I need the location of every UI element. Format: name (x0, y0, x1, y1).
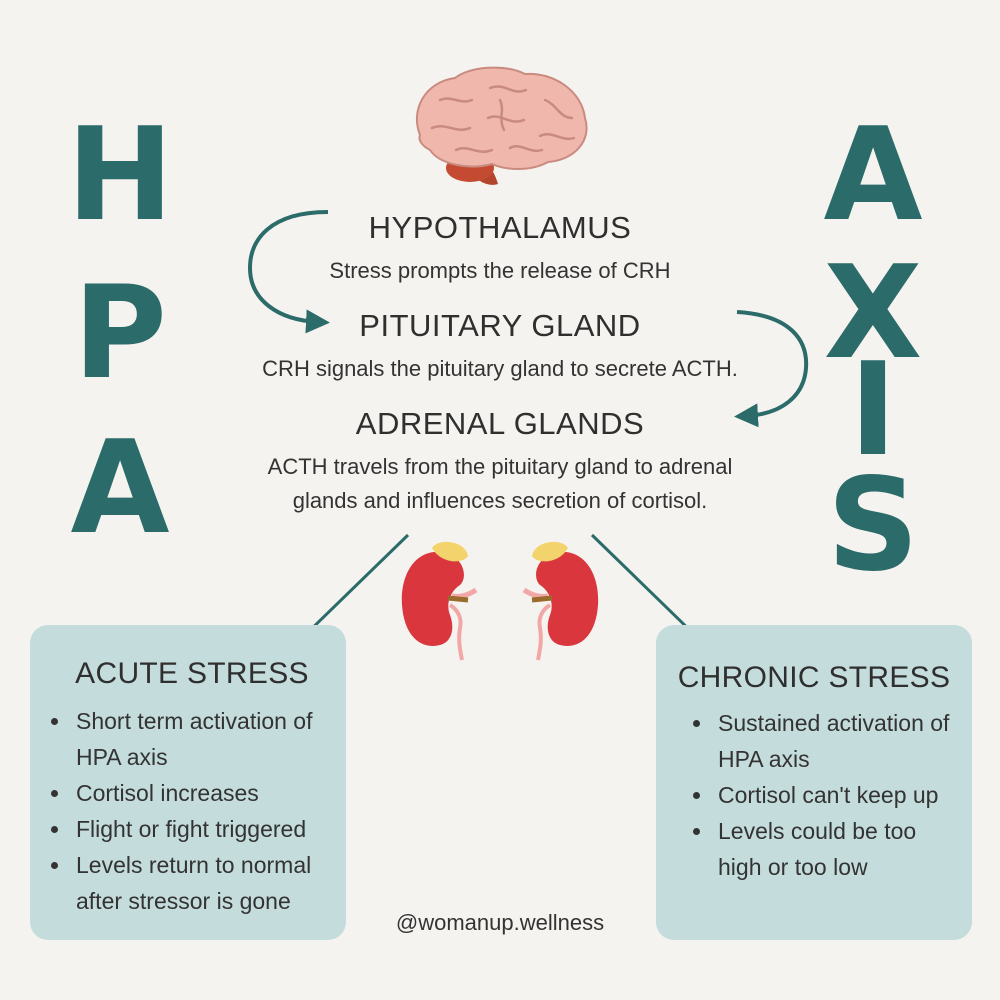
arrow-hypothalamus-to-pituitary (247, 210, 330, 334)
stage-pituitary-desc: CRH signals the pituitary gland to secre… (262, 356, 738, 381)
letter-a-right: A (823, 101, 923, 250)
social-handle: @womanup.wellness (395, 910, 605, 935)
brain-icon (415, 66, 588, 185)
stage-hypothalamus-title: HYPOTHALAMUS (368, 210, 632, 245)
kidney-icon (401, 541, 478, 661)
list-item: Flight or fight triggered (72, 811, 362, 847)
letter-x: X (823, 239, 923, 388)
acute-stress-card: ACUTE STRESS Short term activation ofHPA… (30, 625, 346, 940)
chronic-stress-title: CHRONIC STRESS (677, 661, 951, 694)
stage-adrenal-title: ADRENAL GLANDS (355, 406, 645, 441)
arrow-to-acute (293, 533, 410, 647)
letter-s: S (826, 451, 920, 600)
letter-i: I (849, 336, 897, 485)
stage-pituitary-title: PITUITARY GLAND (359, 308, 641, 343)
acute-stress-title: ACUTE STRESS (75, 657, 309, 690)
stage-hypothalamus-desc: Stress prompts the release of CRH (329, 258, 671, 283)
chronic-stress-card: CHRONIC STRESS Sustained activation ofHP… (656, 625, 972, 940)
list-item: Cortisol increases (72, 775, 362, 811)
letter-h: H (66, 101, 174, 250)
stage-adrenal-desc-line2: glands and influences secretion of corti… (292, 488, 708, 513)
kidney-icon (522, 541, 599, 661)
arrow-to-chronic (590, 533, 707, 647)
list-item: Cortisol can't keep up (714, 777, 988, 813)
arrow-pituitary-to-adrenal (734, 310, 809, 428)
letter-a-left: A (70, 414, 170, 563)
letter-p: P (73, 259, 167, 408)
stage-adrenal-desc-line1: ACTH travels from the pituitary gland to… (267, 454, 733, 479)
